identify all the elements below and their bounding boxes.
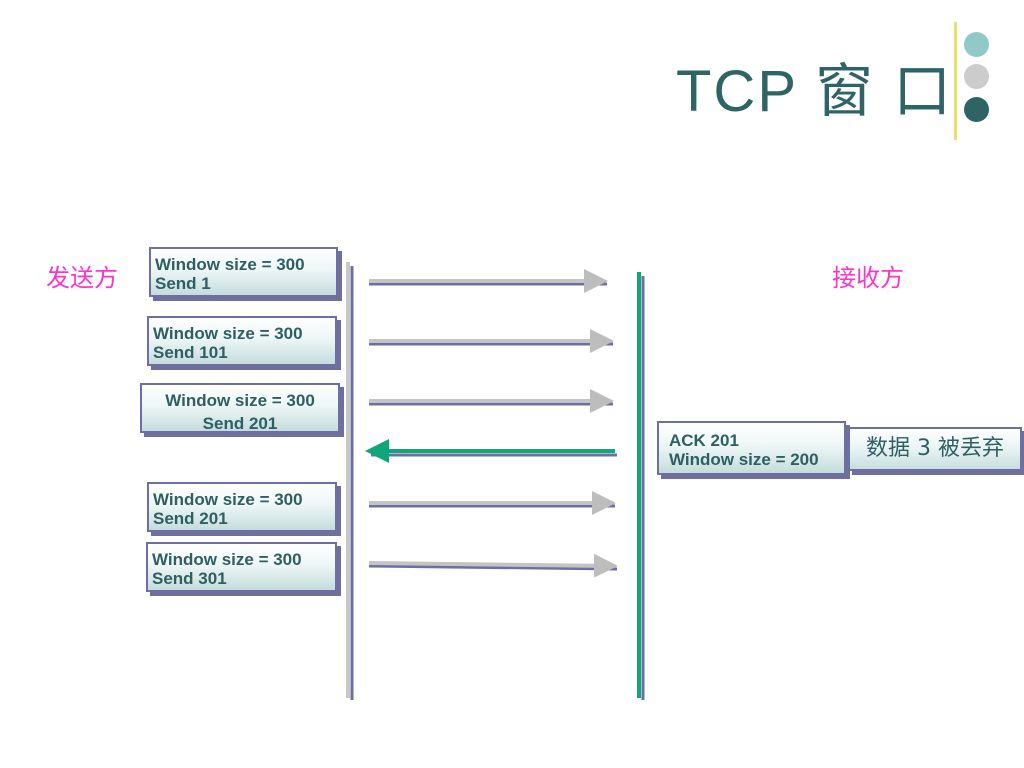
box-line-send: Send 301 [152, 569, 227, 588]
box-line-window: Window size = 300 [165, 391, 315, 410]
box-line-window: Window size = 300 [155, 255, 305, 274]
send-arrow-2 [369, 329, 614, 353]
box-line-window: Window size = 300 [153, 324, 303, 343]
sender-box-4: Window size = 300 Send 201 [147, 482, 337, 532]
decor-bar [954, 22, 957, 140]
box-line-send: Send 201 [153, 509, 228, 528]
ack-window-line: Window size = 200 [669, 450, 819, 469]
receiver-label: 接收方 [832, 264, 904, 292]
send-arrow-1 [369, 269, 608, 293]
send-arrow-4 [369, 491, 616, 515]
box-line-send: Send 1 [155, 274, 211, 293]
sender-box-5: Window size = 300 Send 301 [146, 542, 337, 592]
box-line-send: Send 201 [202, 414, 278, 433]
sender-box-3: Window size = 300 Send 201 [140, 383, 340, 433]
box-line-window: Window size = 300 [153, 490, 303, 509]
box-line-send: Send 101 [153, 343, 228, 362]
send-arrow-3 [369, 389, 614, 413]
decor-dot-3 [964, 97, 989, 122]
box-line-window: Window size = 300 [152, 550, 302, 569]
decor-dot-1 [964, 32, 989, 57]
slide-title: TCP 窗 口 [676, 59, 954, 124]
ack-box: ACK 201 Window size = 200 [657, 421, 846, 475]
ack-arrow [365, 439, 617, 463]
drop-note: 数据 3 被丢弃 [848, 427, 1022, 471]
ack-line: ACK 201 [669, 431, 739, 450]
sender-box-2: Window size = 300 Send 101 [147, 316, 337, 366]
sender-label: 发送方 [46, 264, 118, 292]
send-arrow-5 [368, 553, 618, 578]
decor-dot-2 [964, 64, 989, 89]
sender-box-1: Window size = 300 Send 1 [149, 247, 338, 297]
